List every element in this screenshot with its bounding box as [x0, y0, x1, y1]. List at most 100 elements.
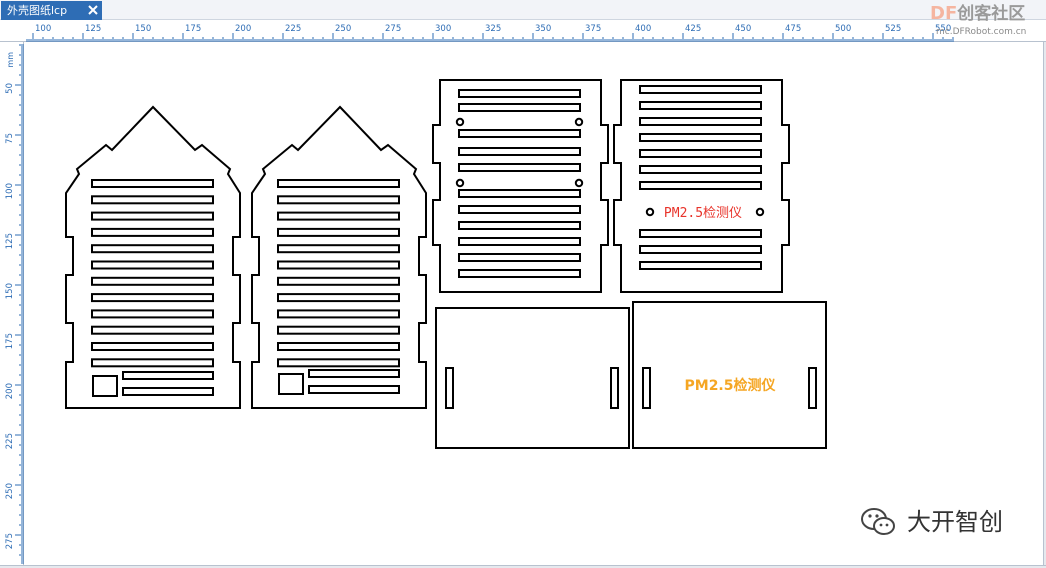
ruler-label: 375: [585, 24, 601, 34]
vent-slot[interactable]: [639, 229, 762, 238]
vent-slot[interactable]: [277, 244, 400, 254]
vent-slot[interactable]: [91, 227, 214, 237]
vent-slot[interactable]: [91, 309, 214, 319]
screw-hole[interactable]: [574, 117, 584, 127]
vent-slot[interactable]: [91, 260, 214, 270]
vent-slot[interactable]: [458, 163, 581, 172]
vent-slot[interactable]: [277, 358, 400, 368]
screw-hole[interactable]: [755, 207, 765, 217]
ruler-label: 250: [335, 24, 351, 34]
ruler-label: 275: [5, 533, 15, 549]
vent-slot[interactable]: [91, 358, 214, 368]
vent-slot[interactable]: [91, 179, 214, 188]
document-tab-label: 外壳图纸lcp: [7, 4, 68, 17]
side-panel-right[interactable]: [251, 105, 427, 409]
vent-slot[interactable]: [458, 221, 581, 230]
vent-slot[interactable]: [277, 276, 400, 286]
front-panel[interactable]: [432, 79, 609, 293]
vent-slot[interactable]: [277, 260, 400, 270]
vent-slot[interactable]: [277, 195, 400, 205]
vent-slot[interactable]: [639, 101, 762, 110]
vent-slot[interactable]: [308, 369, 400, 378]
vent-slot[interactable]: [458, 237, 581, 246]
vent-slot[interactable]: [458, 89, 581, 98]
close-icon[interactable]: [87, 4, 99, 16]
dfrobot-logo: DF创客社区: [930, 3, 1025, 25]
vent-slot[interactable]: [91, 342, 214, 351]
dfrobot-logo-prefix: DF: [930, 3, 958, 24]
ruler-label: 400: [635, 24, 651, 34]
vent-slot[interactable]: [277, 309, 400, 319]
vent-slot[interactable]: [639, 261, 762, 270]
vent-slot[interactable]: [458, 253, 581, 262]
vent-slot[interactable]: [639, 165, 762, 174]
ruler-label: 450: [735, 24, 751, 34]
drawing-canvas[interactable]: PM2.5检测仪 PM2.5检测仪: [25, 43, 1046, 568]
mount-slot[interactable]: [642, 367, 651, 409]
vent-slot[interactable]: [277, 179, 400, 188]
ruler-label: 550: [935, 24, 951, 34]
vent-slot[interactable]: [639, 133, 762, 142]
wechat-account-name: 大开智创: [907, 508, 1003, 536]
screw-hole[interactable]: [574, 178, 584, 188]
mount-slot[interactable]: [610, 367, 619, 409]
vent-slot[interactable]: [277, 211, 400, 221]
vent-slot[interactable]: [122, 387, 214, 396]
vent-slot[interactable]: [458, 205, 581, 214]
vent-slot[interactable]: [277, 325, 400, 335]
vent-slot[interactable]: [458, 147, 581, 156]
engraved-label-top-plate[interactable]: PM2.5检测仪: [685, 377, 777, 394]
vent-slot[interactable]: [639, 149, 762, 158]
window-right-border: [1043, 42, 1046, 568]
vent-slot[interactable]: [639, 85, 762, 94]
vent-slot[interactable]: [639, 245, 762, 254]
horizontal-ruler[interactable]: 5075100125150175200225250275300325350375…: [0, 21, 1046, 42]
document-tab[interactable]: 外壳图纸lcp: [1, 1, 102, 20]
document-tab-bar: 外壳图纸lcp: [0, 0, 1046, 20]
vent-slot[interactable]: [91, 276, 214, 286]
ruler-label: 75: [5, 133, 15, 144]
screw-hole[interactable]: [455, 117, 465, 127]
back-panel[interactable]: [613, 79, 790, 293]
vent-slot[interactable]: [458, 189, 581, 198]
ruler-label: 225: [285, 24, 301, 34]
ruler-label: 125: [85, 24, 101, 34]
screw-hole[interactable]: [455, 178, 465, 188]
mount-slot[interactable]: [808, 367, 817, 409]
ruler-label: 250: [5, 483, 15, 499]
ruler-label: 175: [5, 333, 15, 349]
vent-slot[interactable]: [308, 385, 400, 394]
vent-slot[interactable]: [458, 103, 581, 112]
mount-slot[interactable]: [445, 367, 454, 409]
vent-slot[interactable]: [639, 117, 762, 126]
ruler-label: 475: [785, 24, 801, 34]
ruler-label: 125: [5, 233, 15, 249]
vent-slot[interactable]: [91, 244, 214, 254]
vent-slot[interactable]: [277, 342, 400, 351]
vent-slot[interactable]: [122, 371, 214, 380]
vent-slot[interactable]: [277, 227, 400, 237]
engraved-label-back-panel[interactable]: PM2.5检测仪: [664, 206, 742, 221]
vent-slot[interactable]: [91, 211, 214, 221]
cable-port-cutout[interactable]: [92, 375, 118, 397]
side-panel-left[interactable]: [65, 105, 241, 409]
vent-slot[interactable]: [91, 325, 214, 335]
top-plate[interactable]: [632, 301, 827, 449]
vent-slot[interactable]: [458, 129, 581, 138]
vent-slot[interactable]: [91, 195, 214, 205]
bottom-plate[interactable]: [435, 307, 630, 449]
ruler-label: 500: [835, 24, 851, 34]
screw-hole[interactable]: [645, 207, 655, 217]
wechat-icon: [861, 508, 895, 535]
ruler-label: 275: [385, 24, 401, 34]
ruler-label: 300: [435, 24, 451, 34]
horizontal-ruler-scale: 5075100125150175200225250275300325350375…: [26, 24, 954, 42]
cable-port-cutout[interactable]: [278, 373, 304, 395]
ruler-label: 50: [5, 83, 15, 94]
vent-slot[interactable]: [91, 293, 214, 303]
vent-slot[interactable]: [458, 269, 581, 278]
vent-slot[interactable]: [639, 181, 762, 190]
vent-slot[interactable]: [277, 293, 400, 303]
